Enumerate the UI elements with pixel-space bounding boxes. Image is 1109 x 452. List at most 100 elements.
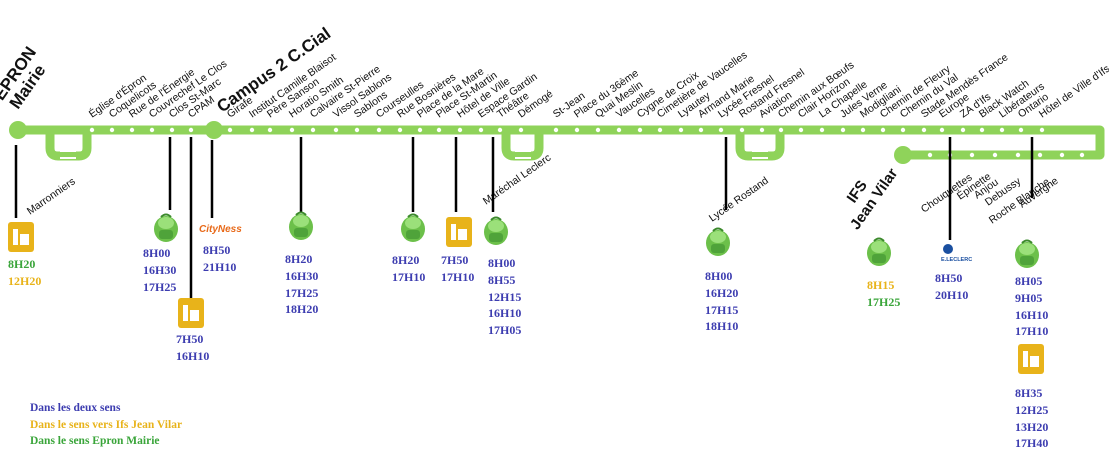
stop-dot (518, 127, 524, 133)
stop-dot (227, 127, 233, 133)
stop-dot (574, 127, 580, 133)
stop-dot (457, 127, 463, 133)
stop-dots (89, 127, 1085, 158)
schedule-time: 17H10 (392, 269, 426, 284)
stop-dot (900, 127, 906, 133)
stop-dot (840, 127, 846, 133)
schedule-time: 17H15 (705, 302, 739, 317)
stop-dot (880, 127, 886, 133)
schedule-time: 12H25 (1015, 402, 1049, 417)
stop-dot (310, 127, 316, 133)
schedule-time: 13H20 (1015, 419, 1049, 434)
stop-dot (436, 127, 442, 133)
stop-dot (637, 127, 643, 133)
stop-dot (739, 127, 745, 133)
stop-dot (960, 127, 966, 133)
schedule-time: 16H30 (143, 262, 177, 277)
factory-icon (8, 222, 34, 252)
schedule-time: 16H10 (176, 348, 210, 363)
schedule-time: 8H20 (392, 253, 420, 267)
stop-dot (992, 152, 998, 158)
stop-dot (616, 127, 622, 133)
factory-icon (446, 217, 472, 247)
schedule-time: 16H10 (1015, 307, 1049, 322)
schedule-time: 17H05 (488, 323, 522, 338)
stop-dot (798, 127, 804, 133)
factory-icon (1018, 344, 1044, 374)
legend: Dans les deux sens Dans le sens vers Ifs… (30, 400, 182, 450)
stop-dot (333, 127, 339, 133)
terminus-ifs-label: IFS Jean Vilar (844, 165, 902, 233)
schedule-time: 8H05 (1015, 274, 1043, 288)
backpack-icon (484, 216, 508, 245)
schedule-time: 16H30 (285, 268, 319, 283)
schedule-time: 18H10 (705, 319, 739, 334)
backpack-icon (401, 213, 425, 242)
schedule-time: 8H50 (203, 243, 231, 257)
schedule-time: 8H00 (143, 246, 171, 260)
stop-dot (778, 127, 784, 133)
stop-dot (1018, 127, 1024, 133)
loop-markers (60, 150, 768, 159)
stop-dot (354, 127, 360, 133)
stop-dot (657, 127, 663, 133)
stop-dot (759, 127, 765, 133)
stop-dot (478, 127, 484, 133)
backpack-icon (1015, 239, 1039, 268)
schedule-time: 8H00 (705, 269, 733, 283)
stop-dot (129, 127, 135, 133)
stop-dot (819, 127, 825, 133)
schedule-time: 16H20 (705, 285, 739, 300)
schedule-place-mare: 8H20 17H10 (392, 252, 425, 286)
stop-dot (999, 127, 1005, 133)
legend-epron: Dans le sens Epron Mairie (30, 435, 160, 447)
stop-dot (1039, 127, 1045, 133)
schedule-time: 9H05 (1015, 290, 1043, 305)
stop-dot (149, 127, 155, 133)
schedule-time: 8H20 (285, 252, 313, 266)
stop-label: Hôtel de Ville d'Ifs (1037, 63, 1109, 121)
stop-dot (698, 127, 704, 133)
stop-dot (289, 127, 295, 133)
schedule-time: 8H55 (488, 272, 516, 287)
stop-label-marronniers: Marronniers (25, 175, 78, 217)
stop-dot (927, 152, 933, 158)
schedule-time: 17H25 (867, 294, 901, 309)
stop-dot (497, 127, 503, 133)
stop-dot (939, 127, 945, 133)
stop-dot (979, 127, 985, 133)
factory-icon (178, 298, 204, 328)
bus-line-track (13, 125, 1105, 161)
schedule-cpam: 8H50 21H10 (203, 242, 236, 276)
schedule-time: 12H20 (8, 273, 42, 288)
stop-dot (249, 127, 255, 133)
schedule-time: 18H20 (285, 302, 319, 317)
schedule-time: 21H10 (203, 259, 237, 274)
stop-dot (397, 127, 403, 133)
schedule-time: 17H40 (1015, 436, 1049, 451)
stop-dot (1015, 152, 1021, 158)
stop-dot (921, 127, 927, 133)
stop-dot (169, 127, 175, 133)
stop-dot (89, 127, 95, 133)
stop-dot (1079, 152, 1085, 158)
schedule-time: 16H10 (488, 306, 522, 321)
stop-dot (1037, 152, 1043, 158)
terminus-epron-circle (9, 121, 27, 139)
schedule-ifs-jean-vilar: 8H15 17H25 (867, 277, 900, 311)
backpack-icon (154, 213, 178, 242)
backpack-icon (289, 211, 313, 240)
leclerc-logo-icon: E.LECLERC (941, 244, 972, 263)
stop-dot (969, 152, 975, 158)
stop-dot (188, 127, 194, 133)
stop-dot (1059, 152, 1065, 158)
schedule-time: 8H15 (867, 278, 895, 292)
